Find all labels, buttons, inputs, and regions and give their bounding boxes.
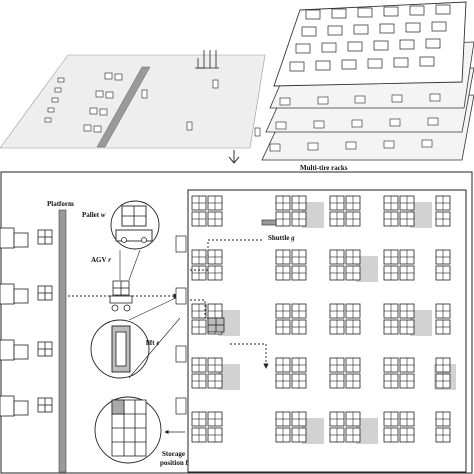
- storage-label-line2: position b: [160, 459, 189, 467]
- down-arrow-icon: [228, 150, 240, 164]
- floor-platform: [96, 66, 151, 148]
- top-perspective-view: Multi-tire racks: [0, 1, 474, 172]
- empty-rack-slot: [302, 202, 324, 228]
- truck: [0, 283, 53, 305]
- lift-ports: [175, 235, 187, 415]
- truck: [0, 339, 53, 361]
- pallet-callout: [110, 200, 160, 281]
- agv-label: AGV r: [91, 256, 111, 264]
- shuttle: [261, 219, 277, 226]
- empty-rack-slot: [218, 364, 240, 390]
- empty-rack-slot: [356, 256, 378, 282]
- storage-callout: [94, 396, 162, 464]
- warehouse-floor: [0, 54, 266, 149]
- top-rack-grid: [289, 4, 451, 72]
- shuttle-route: [190, 239, 266, 368]
- platform-bar: [58, 209, 67, 473]
- floor-agvs: [195, 50, 219, 69]
- lift-label: lift e: [146, 339, 159, 347]
- shuttle-label: Shuttle g: [268, 234, 295, 242]
- truck: [0, 227, 53, 249]
- empty-rack-slot: [410, 202, 432, 228]
- multi-tier-racks-label: Multi-tire racks: [300, 164, 348, 172]
- trucks: [0, 227, 53, 417]
- empty-rack-slot: [410, 310, 432, 336]
- active-rack-cell: [207, 317, 225, 333]
- storage-rack-grid: [191, 195, 456, 444]
- lift-callout: [90, 295, 181, 379]
- pallet-label: Pallet w: [82, 211, 106, 219]
- empty-rack-slot: [356, 418, 378, 444]
- platform-label: Platform: [47, 200, 74, 208]
- floor-pallets: [83, 72, 261, 137]
- truck: [0, 395, 53, 417]
- agv-vehicle: [109, 280, 133, 312]
- floor-trucks: [44, 77, 65, 123]
- empty-rack-slot: [302, 418, 324, 444]
- multi-tier-racks: [261, 1, 474, 161]
- lower-tier-racks: [269, 93, 441, 152]
- storage-label-line1: Storage: [162, 450, 185, 458]
